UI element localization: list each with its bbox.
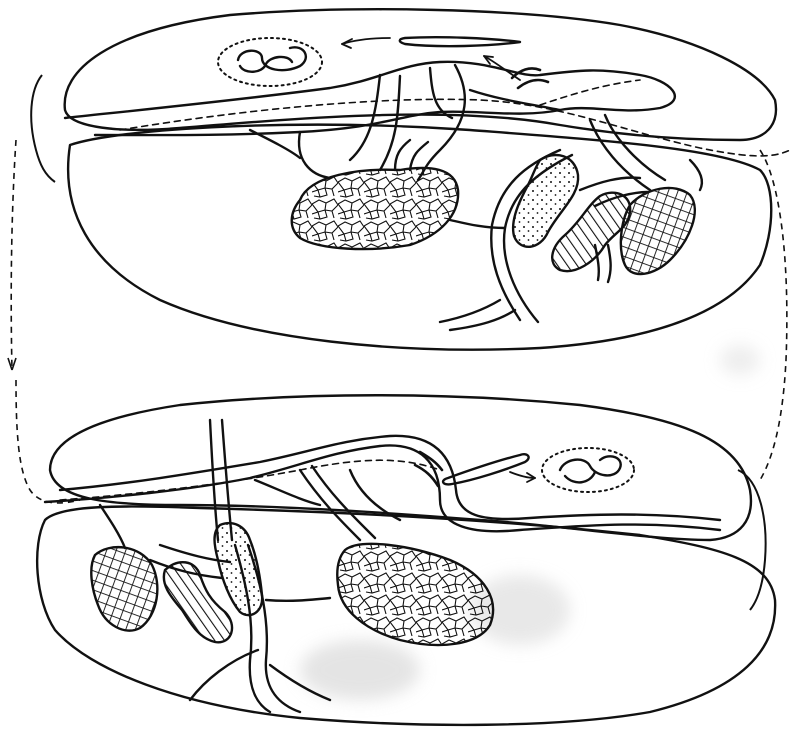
- paper-smudges: [300, 345, 760, 700]
- lower-crosshatch-organ: [91, 547, 157, 630]
- upper-cyst: [218, 38, 322, 86]
- lower-dotted-organ: [215, 523, 263, 615]
- lower-free-larva: [443, 454, 529, 484]
- bracket-upper-left: [31, 75, 55, 182]
- right-dashed-connector: [760, 150, 787, 480]
- left-dashed-connector: [11, 140, 16, 370]
- lower-large-organ: [337, 544, 493, 645]
- lower-dashed-path: [60, 460, 440, 500]
- upper-crosshatch-organ: [621, 188, 695, 274]
- upper-coiled-worm: [238, 47, 306, 71]
- lower-coiled-worm: [560, 456, 621, 482]
- lower-sheath: [50, 395, 751, 540]
- upper-large-organ: [292, 168, 458, 249]
- upper-sheath: [65, 9, 776, 140]
- upper-panel: [65, 9, 790, 349]
- bracket-lower-right: [738, 470, 766, 610]
- upper-free-larva: [400, 37, 520, 46]
